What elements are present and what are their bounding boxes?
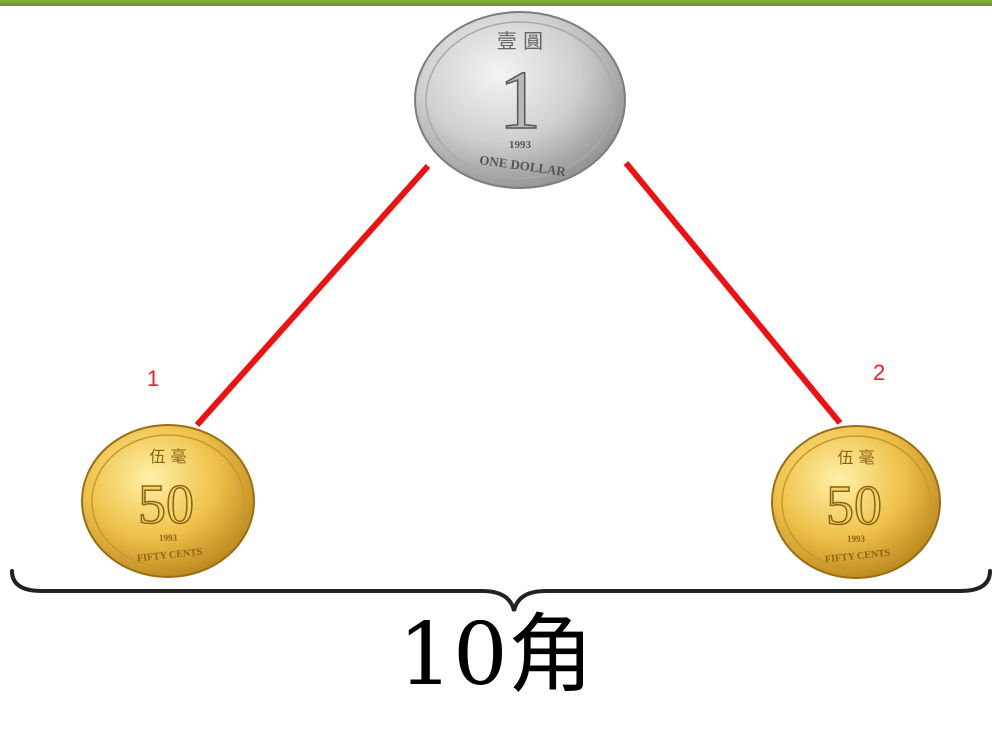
coin-numeral: 50 [138, 474, 194, 536]
coin-chinese-text: 壹 圓 [497, 29, 543, 53]
one-dollar-coin: 壹 圓 1 1993 ONE DOLLAR [414, 11, 626, 189]
coin-year: 1993 [847, 534, 866, 544]
connector-line-right [623, 161, 843, 425]
grouping-brace [10, 569, 992, 612]
coin-chinese-text: 伍 毫 [837, 448, 874, 467]
coin-count-label-2: 2 [873, 360, 886, 385]
connector-line-left [194, 164, 431, 427]
coin-numeral: 50 [826, 475, 882, 537]
total-value-text: 10角 [398, 605, 594, 705]
coin-numeral: 1 [499, 54, 541, 147]
fifty-cents-coin-left: 伍 毫 50 1993 FIFTY CENTS [81, 424, 255, 578]
coin-year: 1993 [159, 533, 178, 543]
coin-year: 1993 [509, 139, 532, 151]
coin-chinese-text: 伍 毫 [149, 447, 186, 466]
top-accent-bar [0, 0, 992, 6]
fifty-cents-coin-right: 伍 毫 50 1993 FIFTY CENTS [771, 425, 941, 579]
coin-count-label-1: 1 [147, 366, 160, 391]
